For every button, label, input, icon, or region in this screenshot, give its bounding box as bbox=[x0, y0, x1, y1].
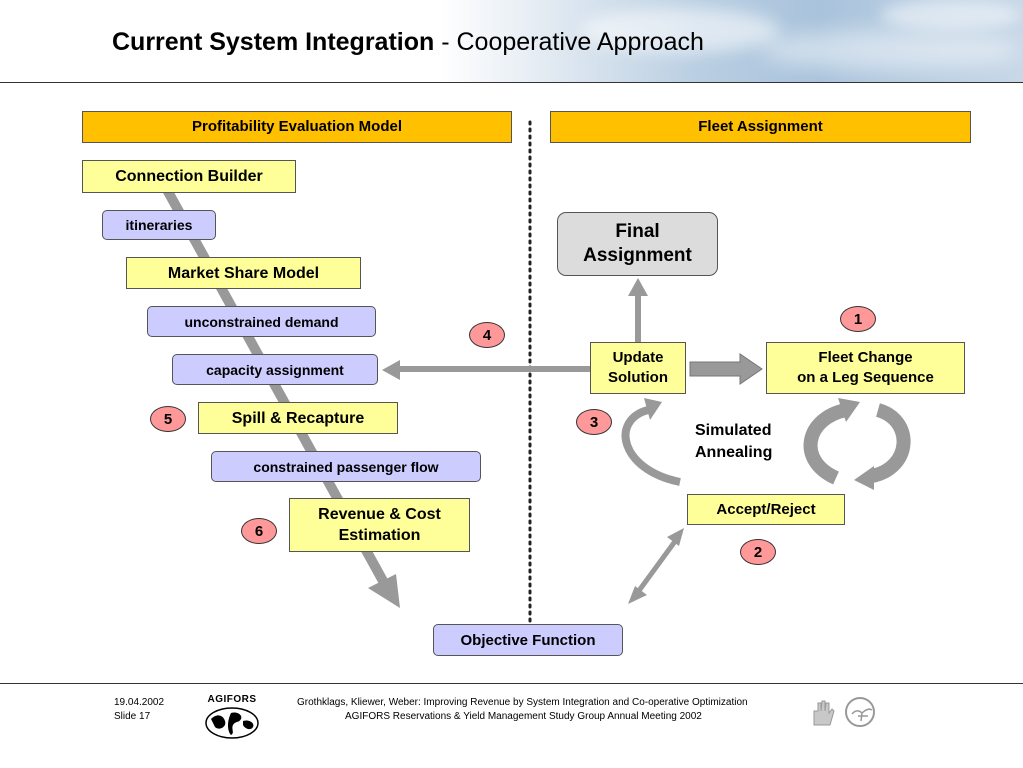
annealing-left-curve-head bbox=[644, 398, 662, 420]
accept-objective-arrow-head-down bbox=[628, 586, 647, 604]
capacity-assignment-box: capacity assignment bbox=[172, 354, 378, 385]
fleet-change-line2: on a Leg Sequence bbox=[797, 369, 934, 386]
annealing-left-curve bbox=[621, 406, 681, 486]
step-badge-1: 1 bbox=[840, 306, 876, 332]
title-subtitle: - Cooperative Approach bbox=[434, 28, 704, 56]
simulated-line1: Simulated bbox=[695, 422, 772, 439]
unconstrained-demand-box: unconstrained demand bbox=[147, 306, 376, 337]
footer-divider bbox=[0, 683, 1023, 684]
revenue-cost-line2: Estimation bbox=[338, 527, 421, 544]
accept-objective-arrow-head-up bbox=[667, 528, 684, 546]
market-share-model-box: Market Share Model bbox=[126, 257, 361, 289]
pipeline-arrow-head bbox=[368, 574, 400, 608]
hand-logo-icon bbox=[813, 700, 835, 726]
simulated-line2: Annealing bbox=[695, 444, 773, 461]
update-to-final-arrow-head bbox=[628, 278, 648, 296]
cloud-decoration bbox=[580, 8, 780, 53]
cycle-arrow-right bbox=[870, 403, 911, 483]
update-to-capacity-arrow-head bbox=[382, 360, 400, 380]
step-badge-4: 4 bbox=[469, 322, 505, 348]
revenue-cost-estimation-box: Revenue & Cost Estimation bbox=[289, 498, 470, 552]
step-badge-5: 5 bbox=[150, 406, 186, 432]
step-badge-3: 3 bbox=[576, 409, 612, 435]
cloud-decoration bbox=[880, 0, 1020, 30]
itineraries-box: itineraries bbox=[102, 210, 216, 240]
accept-objective-arrow bbox=[635, 538, 679, 594]
connection-builder-box: Connection Builder bbox=[82, 160, 296, 193]
cycle-arrow-right-head bbox=[854, 466, 874, 490]
footer-meeting: AGIFORS Reservations & Yield Management … bbox=[345, 711, 702, 722]
cloud-decoration bbox=[760, 30, 1020, 70]
fleet-change-box: Fleet Change on a Leg Sequence bbox=[766, 342, 965, 394]
objective-function-box: Objective Function bbox=[433, 624, 623, 656]
update-to-fleet-arrow bbox=[689, 353, 763, 385]
final-line2: Assignment bbox=[583, 245, 692, 266]
cycle-arrow-left-head bbox=[838, 398, 860, 422]
header-banner: Current System Integration - Cooperative… bbox=[0, 0, 1023, 82]
step-badge-2: 2 bbox=[740, 539, 776, 565]
constrained-passenger-flow-box: constrained passenger flow bbox=[211, 451, 481, 482]
footer-date: 19.04.2002 bbox=[114, 697, 165, 708]
footer-slide-number: Slide 17 bbox=[114, 711, 151, 722]
spill-recapture-box: Spill & Recapture bbox=[198, 402, 398, 434]
step-badge-6: 6 bbox=[241, 518, 277, 544]
globe-icon bbox=[205, 707, 259, 739]
header-divider bbox=[0, 82, 1023, 83]
simulated-annealing-label: Simulated Annealing bbox=[695, 420, 772, 464]
title-bold: Current System Integration bbox=[112, 28, 435, 56]
update-line1: Update bbox=[612, 349, 664, 366]
slide-title: Current System Integration - Cooperative… bbox=[112, 28, 704, 57]
agifors-logo-text: AGIFORS bbox=[207, 694, 257, 705]
final-assignment-box: Final Assignment bbox=[557, 212, 718, 276]
update-solution-box: Update Solution bbox=[590, 342, 686, 394]
profitability-header: Profitability Evaluation Model bbox=[82, 111, 512, 143]
fleet-assignment-header: Fleet Assignment bbox=[550, 111, 971, 143]
revenue-cost-line1: Revenue & Cost bbox=[318, 506, 441, 523]
final-line1: Final bbox=[615, 221, 660, 242]
accept-reject-box: Accept/Reject bbox=[687, 494, 845, 525]
update-line2: Solution bbox=[608, 369, 668, 386]
fleet-change-line1: Fleet Change bbox=[818, 349, 913, 366]
crane-logo-icon bbox=[845, 697, 875, 727]
footer-citation: Grothklags, Kliewer, Weber: Improving Re… bbox=[297, 697, 748, 708]
cycle-arrow-left bbox=[803, 403, 848, 485]
